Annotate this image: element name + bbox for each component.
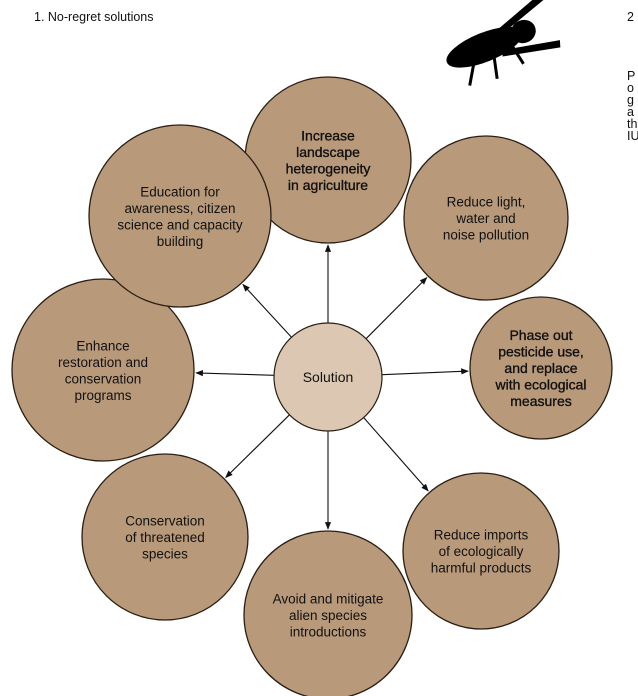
- solution-label-line: introductions: [290, 625, 367, 640]
- section-heading-right: 2: [627, 10, 634, 24]
- solution-label-line: with ecological: [494, 377, 586, 393]
- solution-label-line: Conservation: [125, 514, 205, 529]
- solution-label-line: Education for: [140, 184, 220, 199]
- arrow-to-restoration: [195, 370, 275, 377]
- solution-circle: [243, 530, 413, 696]
- solution-label-line: pesticide use,: [498, 344, 584, 360]
- solution-label-line: of ecologically: [439, 544, 524, 559]
- side-text-fragment: a: [627, 105, 634, 119]
- side-text-fragment: g: [627, 93, 634, 107]
- center-label: Solution: [303, 369, 354, 385]
- solution-label-line: of threatened: [125, 530, 205, 545]
- solution-circle: [81, 453, 249, 621]
- fly-icon: [446, 0, 561, 86]
- solution-label-line: in agriculture: [288, 177, 368, 193]
- solution-circle: [402, 472, 560, 630]
- side-text-fragment: P: [627, 70, 636, 83]
- solution-node-pollution: Reduce light,water and noise pollution: [403, 135, 569, 301]
- solution-circle: [403, 135, 569, 301]
- solution-label-line: programs: [74, 388, 131, 403]
- solution-label-line: building: [157, 234, 204, 249]
- solution-label-line: Reduce light,: [447, 195, 526, 210]
- arrow-to-education: [242, 283, 292, 338]
- solution-label-line: Increase: [301, 127, 355, 143]
- solution-label-line: conservation: [65, 371, 142, 386]
- solution-label-line: awareness, citizen: [124, 201, 235, 216]
- solution-label-line: Enhance: [76, 338, 129, 353]
- center-circle: [273, 322, 383, 432]
- solution-circle: [469, 296, 613, 440]
- solution-label-line: heterogeneity: [286, 160, 371, 176]
- solution-label-line: noise pollution: [443, 228, 529, 243]
- solution-circle: [11, 278, 195, 462]
- solution-label-line: and replace: [504, 360, 577, 376]
- solution-label-line: restoration and: [58, 355, 148, 370]
- side-text-fragment: th: [627, 117, 638, 131]
- solution-circle: [88, 124, 272, 308]
- solution-label-line: landscape: [296, 144, 360, 160]
- solution-label-line: measures: [510, 393, 571, 409]
- solution-label-line: Reduce imports: [434, 528, 529, 543]
- arrow-to-pollution: [365, 277, 428, 340]
- arrow-to-threatened: [225, 414, 290, 479]
- solution-label-line: science and capacity: [117, 217, 243, 232]
- center-node: Solution: [273, 322, 383, 432]
- solution-label-line: species: [142, 547, 188, 562]
- solution-label-line: water and: [455, 211, 515, 226]
- section-heading-left: 1. No-regret solutions: [34, 10, 154, 24]
- arrows-layer: [195, 244, 469, 530]
- side-text-fragment: IU: [627, 129, 638, 142]
- solution-label-line: alien species: [289, 608, 367, 623]
- solution-label-line: harmful products: [431, 561, 532, 576]
- solution-label-line: Phase out: [509, 327, 572, 343]
- arrow-to-imports: [363, 417, 429, 492]
- arrow-to-pesticide: [381, 368, 469, 376]
- side-text-fragment: o: [627, 81, 634, 95]
- solution-label-line: Avoid and mitigate: [273, 592, 384, 607]
